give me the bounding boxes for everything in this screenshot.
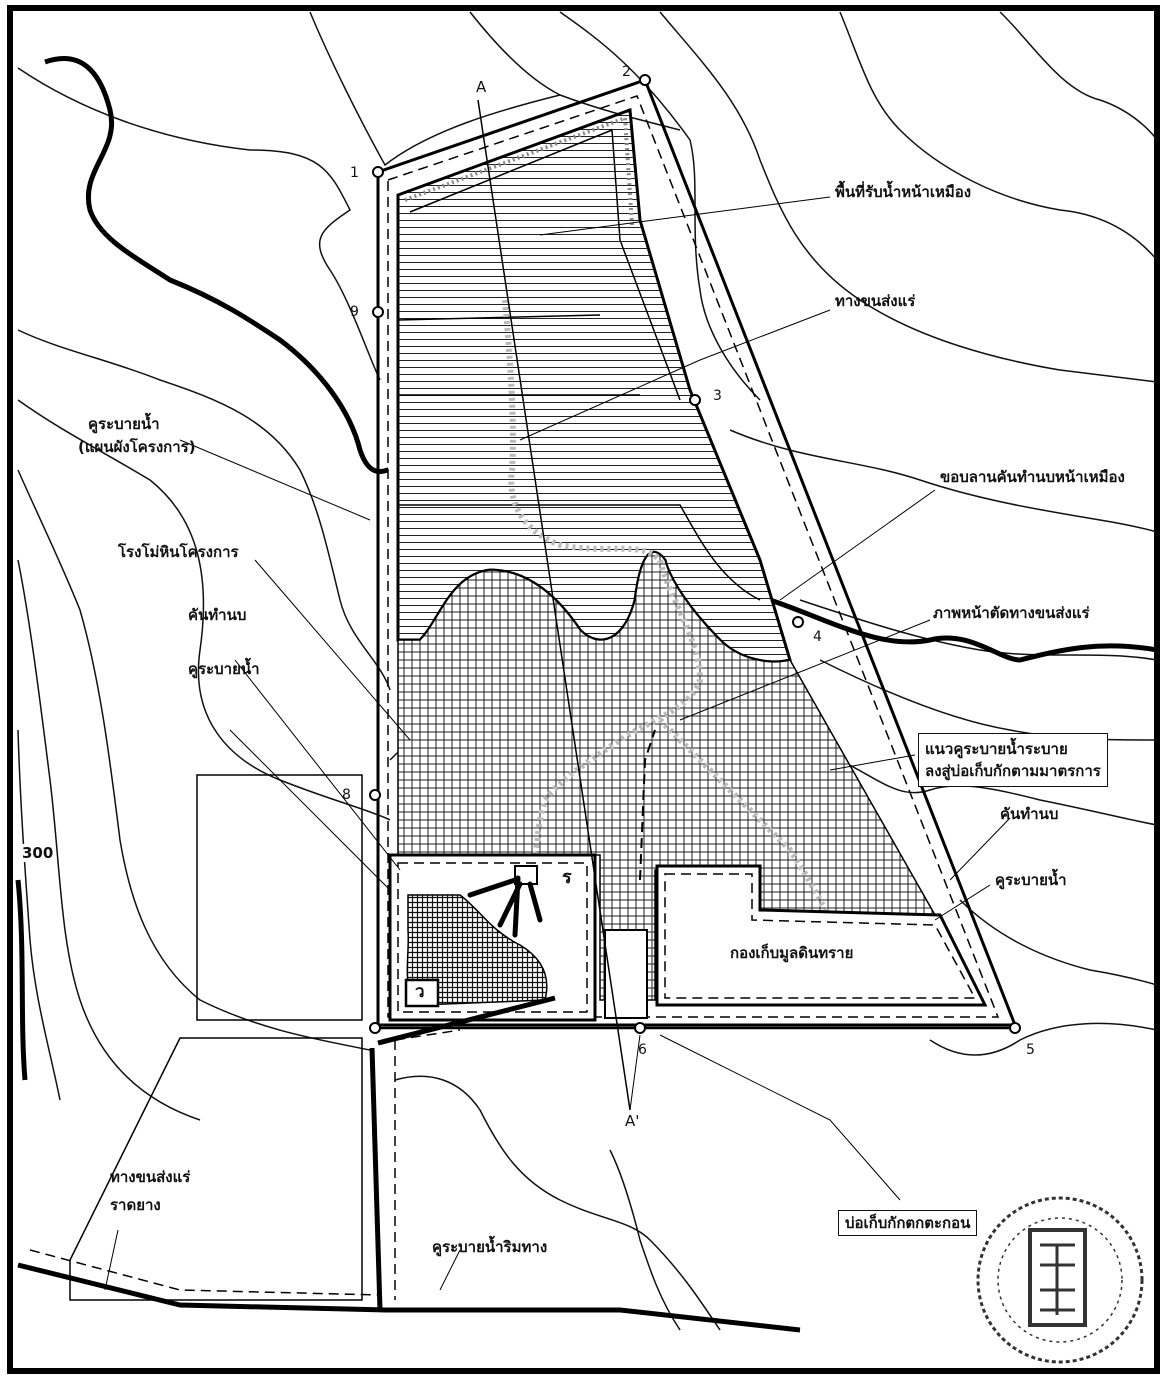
terrace-benches	[397, 314, 761, 601]
point-1: 1	[350, 165, 359, 181]
label-crusher: โรงโม่หินโครงการ	[118, 543, 239, 561]
label-embankment-right: คันทำนบ	[1000, 805, 1059, 823]
label-catchment: พื้นที่รับน้ำหน้าเหมือง	[835, 183, 972, 201]
label-drain-right: คูระบายน้ำ	[995, 871, 1067, 889]
point-3: 3	[713, 388, 722, 404]
label-drain-plan: คูระบายน้ำ	[88, 415, 160, 433]
label-sediment-pond: บ่อเก็บกักตกตะกอน	[838, 1210, 978, 1236]
label-paved-road-1: ทางขนส่งแร่	[110, 1168, 191, 1186]
left-parcel-upper	[196, 774, 363, 1021]
label-drain-route: แนวคูระบายน้ำระบาย ลงสู่บ่อเก็บกักตามมาต…	[918, 733, 1108, 787]
official-seal	[976, 1196, 1144, 1364]
label-building-w: ว	[415, 982, 425, 1002]
leader-lines	[104, 196, 1011, 1291]
label-section-a-prime: A'	[625, 1112, 640, 1130]
haul-road-path	[502, 299, 704, 872]
label-road-section: ภาพหน้าตัดทางขนส่งแร่	[933, 604, 1090, 622]
map-frame	[7, 5, 1160, 1374]
label-drain-plan-sub: (แผนผังโครงการ)	[78, 438, 196, 456]
stockpile-shape	[406, 894, 548, 1006]
label-section-a: A	[476, 78, 487, 96]
label-terrace-edge: ขอบลานคันทำนบหน้าเหมือง	[940, 468, 1125, 486]
point-4: 4	[813, 629, 822, 645]
label-soil-pile: กองเก็บมูลดินทราย	[730, 944, 854, 962]
label-embankment-left: คันทำนบ	[188, 606, 247, 624]
label-drain-left: คูระบายน้ำ	[188, 660, 260, 678]
point-5: 5	[1026, 1042, 1035, 1058]
label-drain-route-line2: ลงสู่บ่อเก็บกักตามมาตรการ	[925, 762, 1101, 780]
access-road	[17, 995, 801, 1333]
point-6: 6	[638, 1042, 647, 1058]
label-contour-300: 300	[22, 844, 54, 862]
point-8: 8	[342, 787, 351, 803]
label-building-r: ร	[562, 867, 572, 888]
label-roadside-drain: คูระบายน้ำริมทาง	[432, 1238, 548, 1256]
sediment-pond	[604, 929, 648, 1019]
crusher-machine	[467, 865, 543, 938]
point-9: 9	[350, 304, 359, 320]
section-line	[477, 99, 631, 1111]
left-parcel-lower	[69, 1037, 363, 1301]
pit-floor-area	[397, 551, 937, 1001]
point-2: 2	[622, 64, 631, 80]
label-drain-route-line1: แนวคูระบายน้ำระบาย	[925, 740, 1068, 758]
label-haul-road: ทางขนส่งแร่	[835, 292, 916, 310]
label-paved-road-2: ราดยาง	[110, 1196, 161, 1214]
soil-pile-area	[655, 864, 988, 1007]
station-points	[369, 74, 1021, 1034]
